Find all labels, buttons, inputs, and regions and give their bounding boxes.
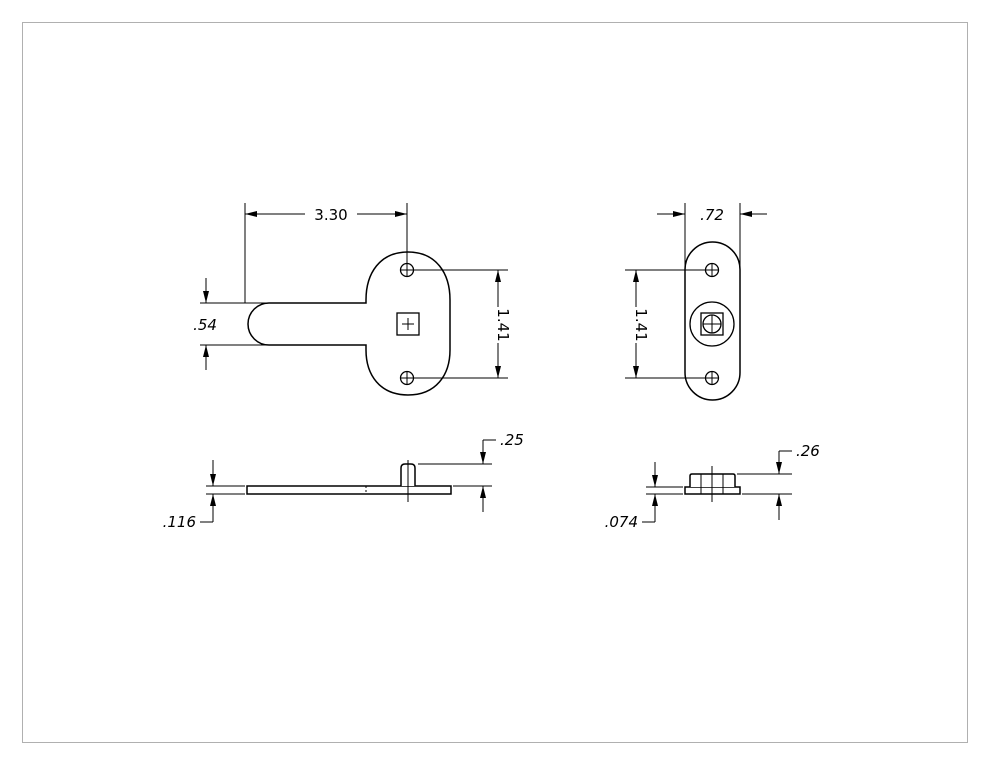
top-view: 3.30 .54 1.41 [193,203,512,396]
dim-side-thickness: .116 [163,460,245,531]
dim-label-stud-height: .25 [500,431,524,449]
end-lower-hole-icon [704,370,720,386]
side-plate-outline [246,485,452,495]
round-boss-icon [689,301,735,347]
dim-label-end-width: .72 [700,206,724,224]
dim-label-hole-spacing-top: 1.41 [494,308,512,341]
square-stud-icon [396,312,420,336]
lower-hole-icon [399,370,415,386]
dim-label-overall-length: 3.30 [314,206,347,224]
upper-hole-icon [399,262,415,278]
side-view: .116 .25 [163,431,524,531]
dim-label-end-side-height: .26 [796,442,820,460]
dim-end-side-height: .26 [737,442,820,520]
dim-arm-width: .54 [193,278,268,370]
end-upper-hole-icon [704,262,720,278]
dim-stud-height: .25 [418,431,524,512]
dim-label-hole-spacing-end: 1.41 [632,308,650,341]
dim-end-width: .72 [657,203,767,268]
dim-hole-spacing-end: 1.41 [625,269,705,379]
end-view: .72 1.41 [625,203,767,401]
dim-label-end-side-thickness: .074 [605,513,638,531]
dim-hole-spacing-top: 1.41 [414,269,512,379]
end-side-view: .074 .26 [605,442,820,531]
dim-label-side-thickness: .116 [163,513,196,531]
bracket-outline [247,251,451,396]
dim-overall-length: 3.30 [244,203,408,303]
dim-end-side-thickness: .074 [605,462,683,531]
sheet-border [22,22,968,743]
dim-label-arm-width: .54 [193,316,217,334]
